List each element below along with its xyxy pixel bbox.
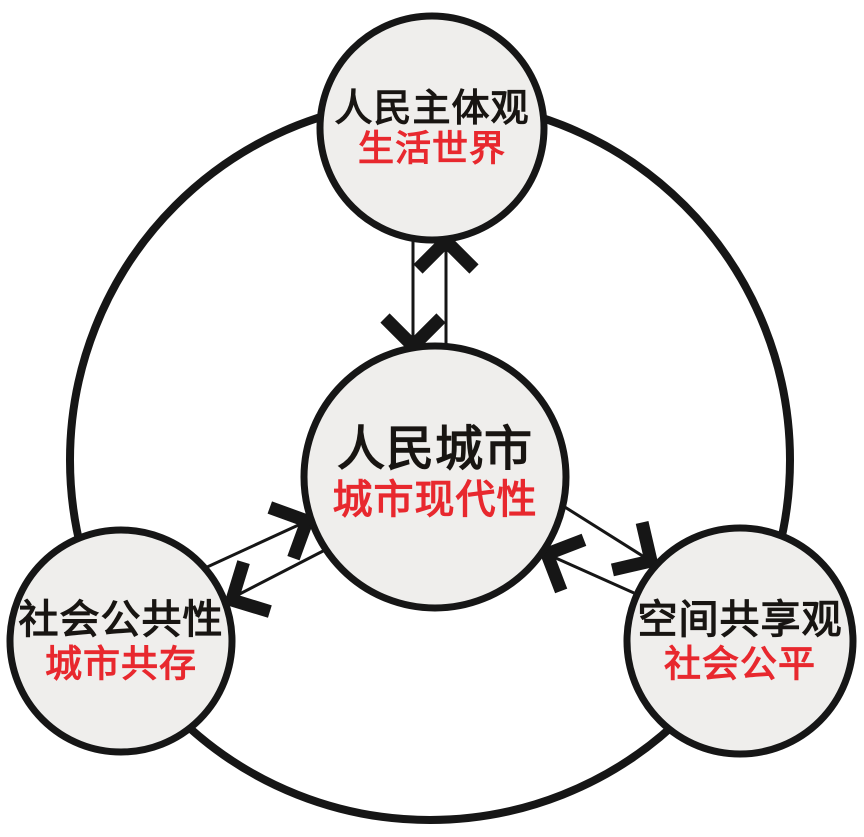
arrowhead-upleft-icon <box>538 533 587 594</box>
node-center-title: 人民城市 <box>337 421 533 477</box>
node-top: 人民主体观 生活世界 <box>316 12 548 244</box>
edge-right-center <box>538 502 659 595</box>
node-left-subtitle: 城市共存 <box>45 643 197 686</box>
arrowhead-downleft-icon <box>223 560 272 618</box>
node-right-circle <box>623 524 857 758</box>
node-right: 空间共享观 社会公平 <box>623 524 857 758</box>
node-left-title: 社会公共性 <box>19 597 224 643</box>
edge-line-right-to-center <box>548 553 635 595</box>
node-top-circle <box>316 12 548 244</box>
arrowhead-upright-icon <box>267 501 316 561</box>
node-center-subtitle: 城市现代性 <box>333 477 538 523</box>
node-left-circle <box>6 526 236 756</box>
arrowhead-downright-icon <box>610 520 659 577</box>
node-top-title: 人民主体观 <box>334 86 529 130</box>
node-right-title: 空间共享观 <box>638 597 843 643</box>
node-top-subtitle: 生活世界 <box>358 129 506 170</box>
edge-line-left-to-center <box>204 520 306 570</box>
edge-line-center-to-right <box>559 502 650 562</box>
edge-left-center <box>204 501 326 618</box>
node-right-subtitle: 社会公平 <box>664 643 816 686</box>
edge-top-center <box>380 231 479 356</box>
node-left: 社会公共性 城市共存 <box>6 526 236 756</box>
node-center: 人民城市 城市现代性 <box>300 342 570 612</box>
node-center-circle <box>300 342 570 612</box>
edge-line-center-to-left <box>229 548 326 601</box>
